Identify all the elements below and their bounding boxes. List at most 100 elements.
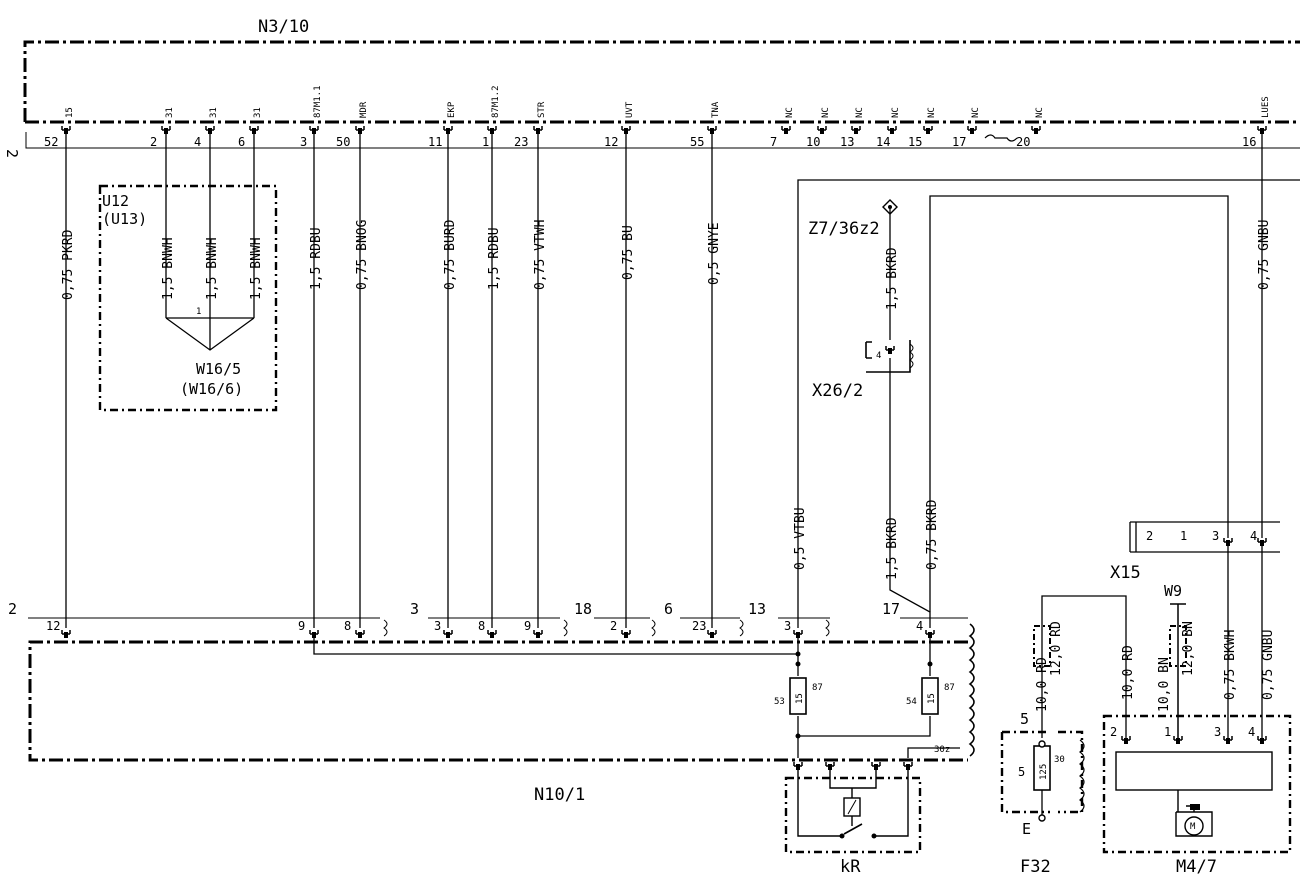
top-pin-signals: 15 31 31 31 87M1.1 MDR EKP 87M1.2 STR UV… (65, 85, 1271, 118)
f32-fuse-value: 125 (1039, 764, 1049, 780)
wire-label: 0,75 BU (621, 225, 636, 280)
top-pin-signal: STR (537, 101, 547, 118)
bottom-pin: 8 (344, 619, 351, 633)
wire-label: 1,5 BKRD (885, 517, 900, 580)
w16-5-label: W16/5 (196, 360, 241, 378)
wire-label: 0,75 BNOG (355, 219, 370, 290)
top-pin-num: 4 (194, 135, 201, 149)
f32-label: F32 (1020, 857, 1051, 877)
top-pin-num: 15 (908, 135, 922, 149)
top-pin-num: 1 (482, 135, 489, 149)
top-pin-signal: TNA (711, 101, 721, 118)
n10-1-module: N10/1 15 15 53 54 87 87 30z (28, 623, 975, 805)
fuse-54-label: 54 (906, 697, 917, 707)
wire-label: 0,75 GNBU (1261, 630, 1276, 700)
top-pin-num: 12 (604, 135, 618, 149)
wire-label: 0,5 GNYE (707, 222, 722, 285)
top-pin-num: 2 (150, 135, 157, 149)
top-pin-num: 50 (336, 135, 350, 149)
top-pin-num: 16 (1242, 135, 1256, 149)
fuse-54-value: 15 (927, 693, 937, 704)
w16-6-label: (W16/6) (180, 380, 243, 398)
top-pin-signal: 87M1.1 (313, 85, 323, 118)
top-pin-numbers: 52 2 4 6 3 50 11 1 23 12 55 7 10 13 14 1… (44, 135, 1256, 149)
bottom-pin: 8 (478, 619, 485, 633)
top-pin-signal: LUES (1261, 96, 1271, 118)
m4-pin: 1 (1164, 725, 1171, 739)
w9-label: W9 (1164, 582, 1182, 600)
terminal-30z: 30z (934, 745, 950, 755)
u12-label: U12 (102, 192, 129, 210)
wire-label: 1,5 RDBU (487, 227, 502, 290)
n3-10-label: N3/10 (258, 17, 309, 37)
n10-1-label: N10/1 (534, 785, 585, 805)
m4-7-motor: 2 1 3 4 M M4/7 (1102, 546, 1292, 877)
connector-label: 2 (8, 600, 17, 618)
top-pin-signal: 31 (253, 107, 263, 118)
n3-10-module: N3/10 (23, 17, 1300, 124)
top-pin-signal: NC (891, 107, 901, 118)
f32-fuse: 125 5 5 30 E F32 (1000, 595, 1127, 877)
bottom-pin: 23 (692, 619, 706, 633)
kr-label: kR (840, 857, 861, 877)
top-pin-num: 10 (806, 135, 820, 149)
top-pin-signal: NC (971, 107, 981, 118)
wire-label: 10,0 BN (1157, 657, 1172, 712)
wire-label: 1,5 RDBU (309, 227, 324, 290)
x26-2-connector: 4 X26/2 (812, 340, 914, 401)
f32-e-label: E (1022, 820, 1031, 838)
bottom-pin-symbols (61, 619, 935, 639)
x15-label: X15 (1110, 563, 1141, 583)
wire-label: 12,0 RD (1049, 621, 1064, 676)
bottom-pin: 12 (46, 619, 60, 633)
f32-pin-label: 5 (1018, 765, 1025, 779)
connector-label: 6 (664, 600, 673, 618)
w9-ground: W9 (1164, 582, 1187, 738)
bottom-pin: 3 (784, 619, 791, 633)
top-connector-number: 2 (3, 149, 21, 158)
top-pin-signal: NC (855, 107, 865, 118)
bottom-connector-numbers: 2 3 18 6 13 17 (8, 600, 900, 618)
wire-label: 1,5 BKRD (885, 247, 900, 310)
bottom-pin: 4 (916, 619, 923, 633)
wire-label: 0,75 GNBU (1257, 220, 1272, 290)
connector-label: 3 (410, 600, 419, 618)
bottom-pin: 9 (524, 619, 531, 633)
x15-pin: 3 (1212, 529, 1219, 543)
wire-label: 0,75 BKRD (925, 499, 940, 570)
fuse-53-value: 15 (795, 693, 805, 704)
bottom-pin-numbers: 12 9 8 3 8 9 2 23 3 4 (46, 619, 923, 633)
m4-pin: 3 (1214, 725, 1221, 739)
motor-symbol: M (1190, 822, 1196, 832)
fuse-53-label: 53 (774, 697, 785, 707)
connector-label: 18 (574, 600, 592, 618)
wires (65, 134, 1300, 628)
connector-label: 17 (882, 600, 900, 618)
top-pin-num: 3 (300, 135, 307, 149)
m4-pin: 2 (1110, 725, 1117, 739)
top-pin-num: 13 (840, 135, 854, 149)
bottom-pin: 2 (610, 619, 617, 633)
top-pin-num: 11 (428, 135, 442, 149)
bottom-pin: 9 (298, 619, 305, 633)
wire-labels: 0,75 PKRD 1,5 BNWH 1,5 BNWH 1,5 BNWH 1,5… (61, 219, 1276, 712)
top-pin-signal: NC (927, 107, 937, 118)
wire-label: 0,75 PKRD (61, 229, 76, 300)
wire-label: 12,0 BN (1181, 621, 1196, 676)
top-pin-signal: 15 (65, 107, 75, 118)
fuse-87-label: 87 (812, 683, 823, 693)
wire-label: 0,5 VTBU (793, 507, 808, 570)
connector-label: 13 (748, 600, 766, 618)
top-pin-num: 7 (770, 135, 777, 149)
u12-module: U12 (U13) W16/5 (W16/6) 1 (98, 184, 278, 412)
x15-pin: 1 (1180, 529, 1187, 543)
f32-pin-label: 5 (1020, 710, 1029, 728)
wire-label: 0,75 BKWH (1223, 630, 1238, 700)
x26-label: X26/2 (812, 381, 863, 401)
m4-7-label: M4/7 (1176, 857, 1217, 877)
x15-connector: 2 1 3 4 X15 (1110, 521, 1280, 583)
wire-label: 1,5 BNWH (249, 237, 264, 300)
top-pin-signal: EKP (447, 101, 457, 118)
top-pin-signal: 31 (165, 107, 175, 118)
